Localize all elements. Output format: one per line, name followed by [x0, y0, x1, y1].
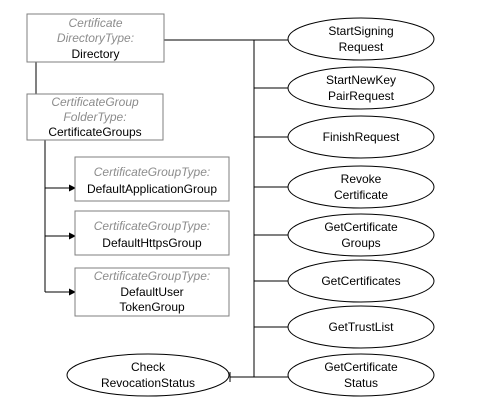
- get-certificate-status-line1: GetCertificate: [324, 360, 398, 374]
- default-https-group-type: CertificateGroupType:: [94, 219, 211, 233]
- method-get-certificates[interactable]: GetCertificates: [287, 259, 435, 303]
- default-https-group-name: DefaultHttpsGroup: [102, 236, 202, 250]
- get-certificate-groups-line2: Groups: [341, 236, 380, 250]
- object-directory[interactable]: Certificate DirectoryType: Directory: [26, 13, 165, 63]
- revoke-certificate-line2: Certificate: [334, 188, 388, 202]
- start-new-key-pair-request-line1: StartNewKey: [326, 73, 396, 87]
- object-certificate-groups-folder[interactable]: CertificateGroup FolderType: Certificate…: [26, 93, 164, 141]
- default-user-token-group-type: CertificateGroupType:: [94, 269, 211, 283]
- method-finish-request[interactable]: FinishRequest: [287, 115, 435, 159]
- start-signing-request-line2: Request: [339, 40, 384, 54]
- finish-request-label: FinishRequest: [323, 130, 400, 144]
- object-default-application-group[interactable]: CertificateGroupType: DefaultApplication…: [74, 156, 230, 202]
- method-start-signing-request[interactable]: StartSigning Request: [287, 17, 435, 61]
- directory-name: Directory: [71, 47, 119, 61]
- method-get-certificate-groups[interactable]: GetCertificate Groups: [287, 213, 435, 257]
- start-signing-request-line1: StartSigning: [328, 24, 393, 38]
- get-certificates-label: GetCertificates: [321, 274, 400, 288]
- folder-name: CertificateGroups: [48, 125, 141, 139]
- default-application-group-name: DefaultApplicationGroup: [87, 182, 217, 196]
- check-revocation-status-line1: Check: [131, 360, 166, 374]
- method-check-revocation-status[interactable]: Check RevocationStatus: [66, 353, 230, 397]
- folder-type-line1: CertificateGroup: [51, 95, 139, 109]
- method-start-new-key-pair-request[interactable]: StartNewKey PairRequest: [287, 66, 435, 110]
- method-get-certificate-status[interactable]: GetCertificate Status: [287, 353, 435, 397]
- method-get-trust-list[interactable]: GetTrustList: [287, 305, 435, 349]
- get-certificate-status-line2: Status: [344, 376, 378, 390]
- get-trust-list-label: GetTrustList: [329, 320, 395, 334]
- default-user-token-group-name-line1: DefaultUser: [120, 285, 183, 299]
- get-certificate-groups-line1: GetCertificate: [324, 220, 398, 234]
- object-default-user-token-group[interactable]: CertificateGroupType: DefaultUser TokenG…: [74, 267, 230, 317]
- directory-type-line2: DirectoryType:: [57, 31, 134, 45]
- folder-type-line2: FolderType:: [63, 110, 126, 124]
- default-user-token-group-name-line2: TokenGroup: [119, 300, 185, 314]
- method-revoke-certificate[interactable]: Revoke Certificate: [287, 165, 435, 209]
- directory-type-line1: Certificate: [68, 16, 122, 30]
- check-revocation-status-line2: RevocationStatus: [101, 376, 195, 390]
- start-new-key-pair-request-line2: PairRequest: [328, 89, 395, 103]
- default-application-group-type: CertificateGroupType:: [94, 165, 211, 179]
- revoke-certificate-line1: Revoke: [341, 172, 382, 186]
- object-default-https-group[interactable]: CertificateGroupType: DefaultHttpsGroup: [74, 210, 230, 256]
